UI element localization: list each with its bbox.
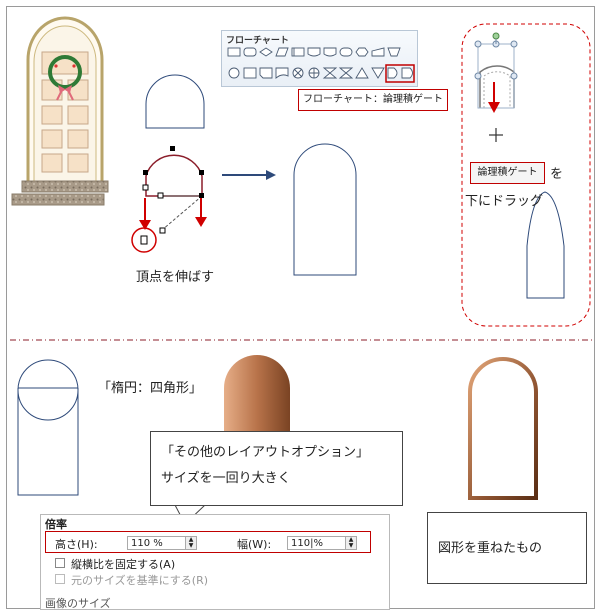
height-spinner[interactable]: ▲▼ <box>185 536 197 550</box>
drag-down-label: 下にドラッグ <box>465 194 544 209</box>
copper-gradient-arch <box>224 355 290 440</box>
extend-vertex-label: 頂点を伸ばす <box>136 270 215 285</box>
width-input[interactable]: 110|% <box>287 536 351 550</box>
selected-gate-shape <box>474 32 518 142</box>
bullet-shape <box>526 191 565 299</box>
image-size-section-title: 画像のサイズ <box>45 597 111 610</box>
flowchart-palette-title: フローチャート <box>226 36 289 46</box>
drag-instruction-panel <box>461 23 591 327</box>
small-arch-shape <box>145 74 205 129</box>
layout-options-callout: 「その他のレイアウトオプション」 サイズを一回り大きく <box>150 431 403 506</box>
suffix-wo-label: を <box>550 167 564 182</box>
arrow-right-icon <box>222 170 276 180</box>
height-input[interactable]: 110 % <box>127 536 191 550</box>
width-label: 幅(W): <box>237 538 272 551</box>
ellipse-rect-label: 「楕円：四角形」 <box>98 381 203 396</box>
lock-aspect-label: 縦横比を固定する(A) <box>71 558 176 571</box>
scale-highlight-box <box>45 531 371 553</box>
callout-line-2: サイズを一回り大きく <box>161 471 291 486</box>
scale-section-title: 倍率 <box>45 518 67 531</box>
ellipse-rectangle-shape <box>17 359 79 496</box>
height-label: 高さ(H): <box>55 538 98 551</box>
door-illustration <box>11 16 109 206</box>
overlay-result-box: 図形を重ねたもの <box>427 512 587 584</box>
callout-line-1: 「その他のレイアウトオプション」 <box>161 445 370 460</box>
flowchart-shape-icons[interactable] <box>226 45 416 85</box>
size-dialog: 倍率 高さ(H): 110 % ▲▼ 幅(W): 110|% ▲▼ 縦横比を固定… <box>40 514 390 610</box>
shape-tooltip: フローチャート：論理積ゲート <box>298 89 448 111</box>
flowchart-shape-palette: フローチャート <box>221 30 418 87</box>
edit-points-shape <box>131 146 207 253</box>
width-spinner[interactable]: ▲▼ <box>345 536 357 550</box>
relative-original-label: 元のサイズを基準にする(R) <box>71 574 209 587</box>
shape-name-chip: 論理積ゲート <box>470 162 545 184</box>
relative-original-checkbox[interactable] <box>55 574 65 584</box>
tall-arch-shape <box>293 143 357 276</box>
lock-aspect-checkbox[interactable] <box>55 558 65 568</box>
copper-outline-arch <box>468 357 538 500</box>
